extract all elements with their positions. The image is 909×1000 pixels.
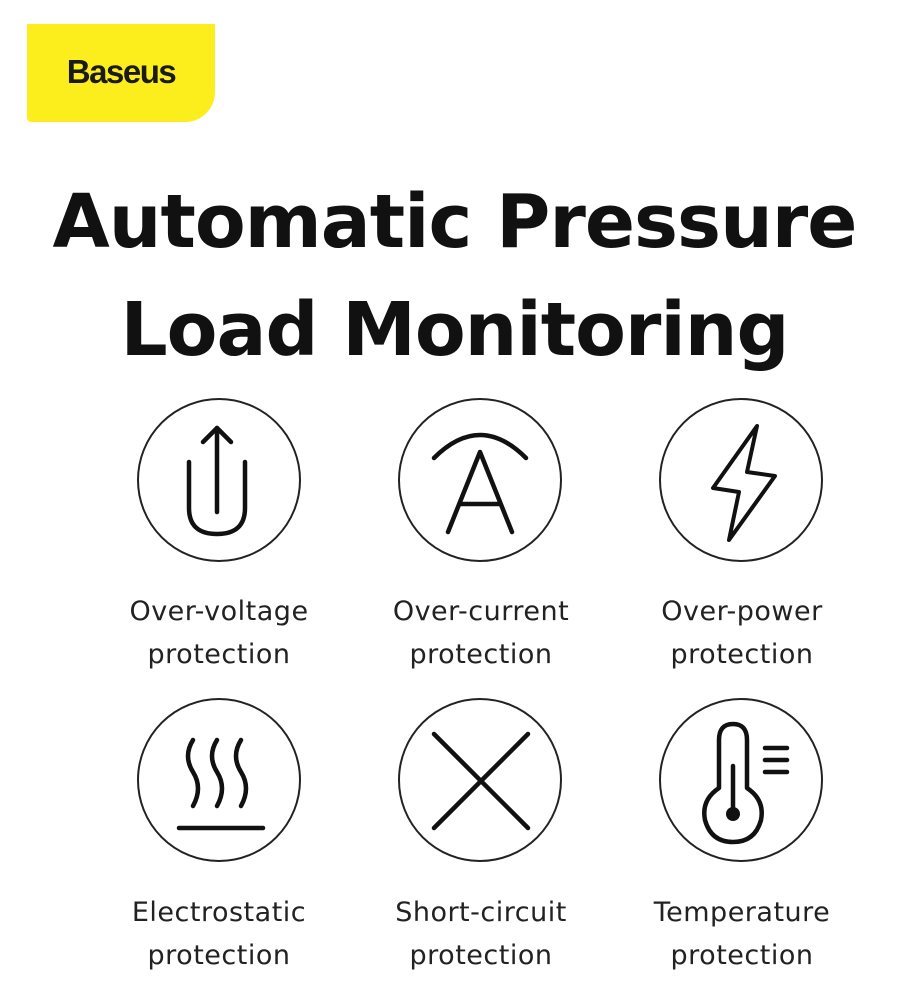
feature-icon-circle: [137, 698, 301, 862]
feature-label-line-1: Over-voltage: [129, 596, 309, 627]
brand-logo: Baseus: [27, 24, 215, 122]
feature-label-line-1: Electrostatic: [131, 897, 307, 928]
upload-arrow-u-icon: [186, 425, 248, 537]
feature-label: Temperature protection: [612, 891, 872, 977]
feature-icon-circle: [137, 398, 301, 562]
lightning-bolt-icon: [711, 424, 777, 542]
arc-letter-a-icon: [431, 432, 529, 535]
feature-label-line-2: protection: [147, 940, 291, 971]
feature-label-line-2: protection: [147, 639, 291, 670]
page-title: Automatic Pressure Load Monitoring: [0, 168, 909, 384]
feature-label-line-1: Over-current: [392, 596, 570, 627]
feature-icon-circle: [659, 698, 823, 862]
feature-icon-circle: [659, 398, 823, 562]
feature-label-line-2: protection: [409, 639, 553, 670]
feature-label-line-1: Over-power: [661, 596, 823, 627]
thermometer-icon: [702, 721, 790, 845]
title-line-1: Automatic Pressure: [52, 179, 858, 265]
feature-label: Short-circuit protection: [351, 891, 611, 977]
feature-icon-circle: [398, 398, 562, 562]
title-line-2: Load Monitoring: [120, 287, 790, 373]
cross-x-icon: [431, 731, 531, 831]
feature-label: Over-current protection: [351, 590, 611, 676]
feature-label-line-2: protection: [670, 639, 814, 670]
feature-label-line-2: protection: [670, 940, 814, 971]
feature-label: Electrostatic protection: [89, 891, 349, 977]
feature-label-line-1: Short-circuit: [395, 897, 567, 928]
feature-label: Over-voltage protection: [89, 590, 349, 676]
feature-label-line-1: Temperature: [653, 897, 831, 928]
heat-waves-icon: [176, 737, 266, 831]
logo-text: Baseus: [66, 53, 177, 90]
feature-label-line-2: protection: [409, 940, 553, 971]
feature-icon-circle: [398, 698, 562, 862]
feature-label: Over-power protection: [612, 590, 872, 676]
